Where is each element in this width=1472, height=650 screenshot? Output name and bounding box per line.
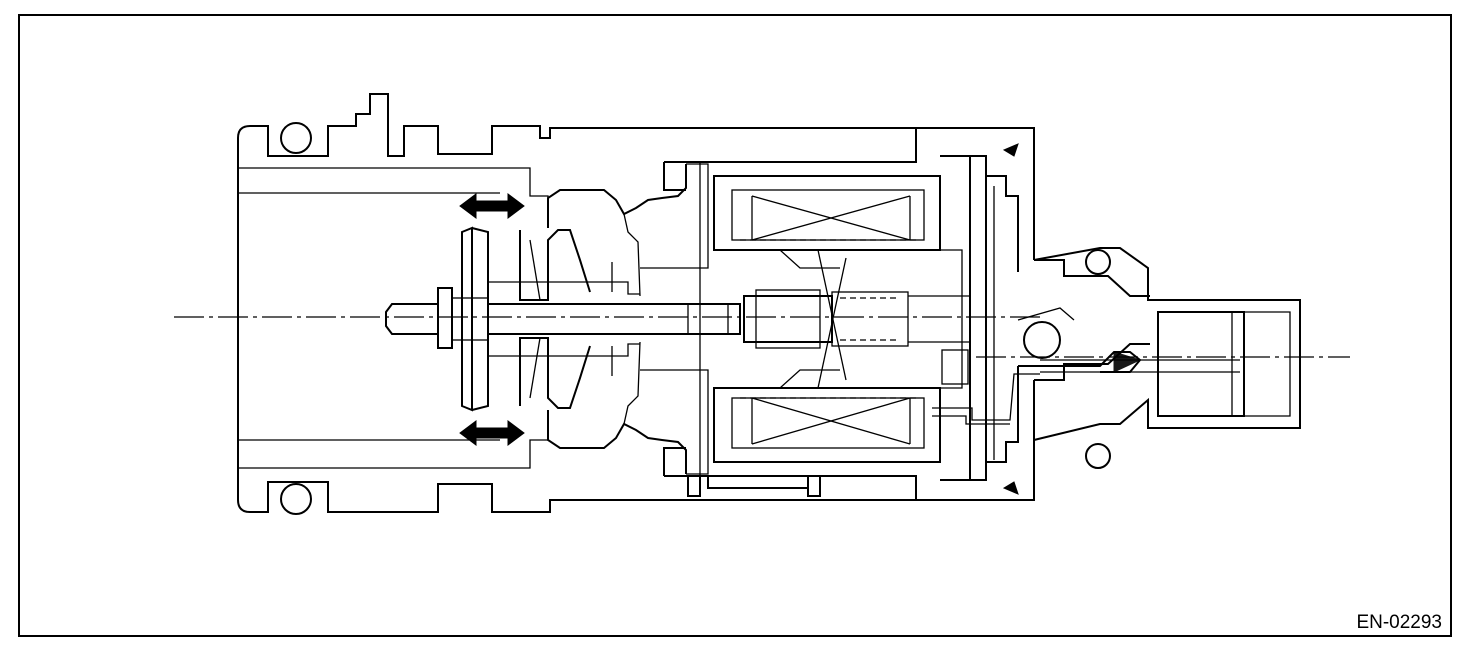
figure-border (18, 14, 1452, 637)
solenoid-coil (713, 175, 963, 463)
right-housing (932, 143, 1301, 495)
o-ring-bottom-right (1085, 443, 1111, 469)
o-ring-bottom-left (280, 483, 312, 515)
o-ring-top-left (280, 122, 312, 154)
check-ball (1023, 321, 1061, 359)
figure-code-label: EN-02293 (1356, 612, 1442, 633)
middle-housing (547, 127, 1035, 501)
valve-assembly (385, 226, 741, 412)
housing-left (237, 93, 916, 515)
plunger (743, 289, 971, 349)
flow-arrow-bottom (459, 420, 525, 446)
flow-arrow-top (459, 193, 525, 219)
o-ring-top-right (1085, 249, 1111, 275)
